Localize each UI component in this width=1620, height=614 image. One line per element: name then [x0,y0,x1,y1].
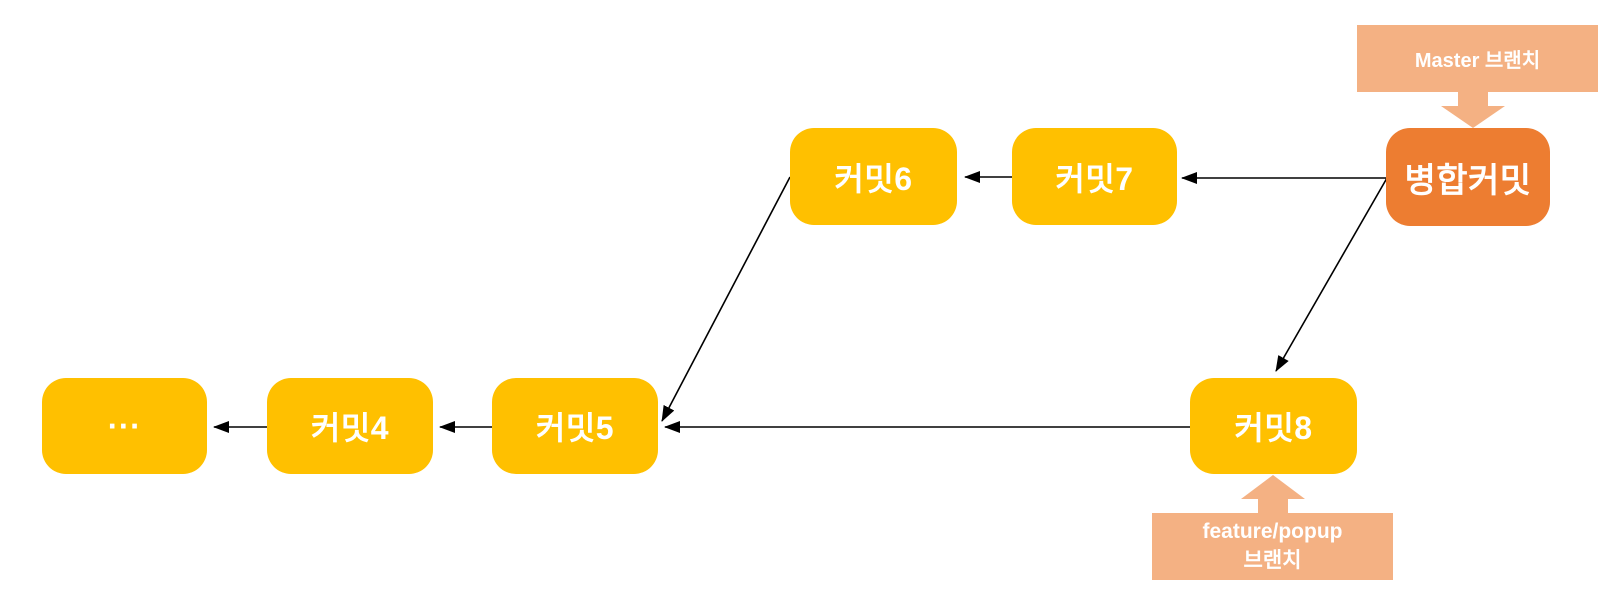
node-commit5: 커밋5 [492,378,658,474]
node-ellipsis-label: ··· [107,407,142,444]
node-ellipsis: ··· [42,378,207,474]
node-commit6-label: 커밋6 [834,160,913,197]
master-branch-label-text: Master 브랜치 [1414,50,1541,72]
node-commit4: 커밋4 [267,378,433,474]
node-commit7: 커밋7 [1012,128,1177,225]
node-commit7-label: 커밋7 [1055,160,1134,197]
node-merge-commit: 병합커밋 [1386,128,1550,226]
node-merge-commit-label: 병합커밋 [1404,161,1532,200]
master-branch-label: Master 브랜치 [1357,25,1598,92]
node-commit8: 커밋8 [1190,378,1357,474]
node-commit6: 커밋6 [790,128,957,225]
node-commit8-label: 커밋8 [1234,410,1313,446]
feature-branch-label-line1: feature/popup [1202,520,1343,544]
arrow-commit6-to-commit5 [661,176,791,422]
node-commit4-label: 커밋4 [310,410,390,446]
node-commit5-label: 커밋5 [535,410,615,446]
feature-branch-label: feature/popup 브랜치 [1152,513,1393,580]
arrow-merge-to-commit8 [1275,177,1388,372]
feature-branch-label-line2: 브랜치 [1243,548,1302,572]
